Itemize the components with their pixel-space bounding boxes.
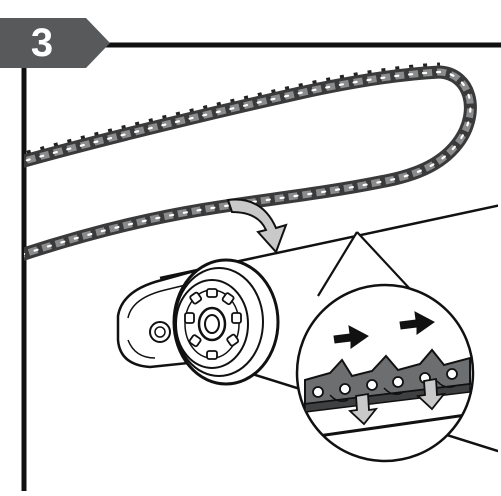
curved-arrow-icon bbox=[228, 200, 286, 252]
step-number: 3 bbox=[22, 18, 62, 68]
drive-sprocket-icon bbox=[174, 260, 278, 384]
